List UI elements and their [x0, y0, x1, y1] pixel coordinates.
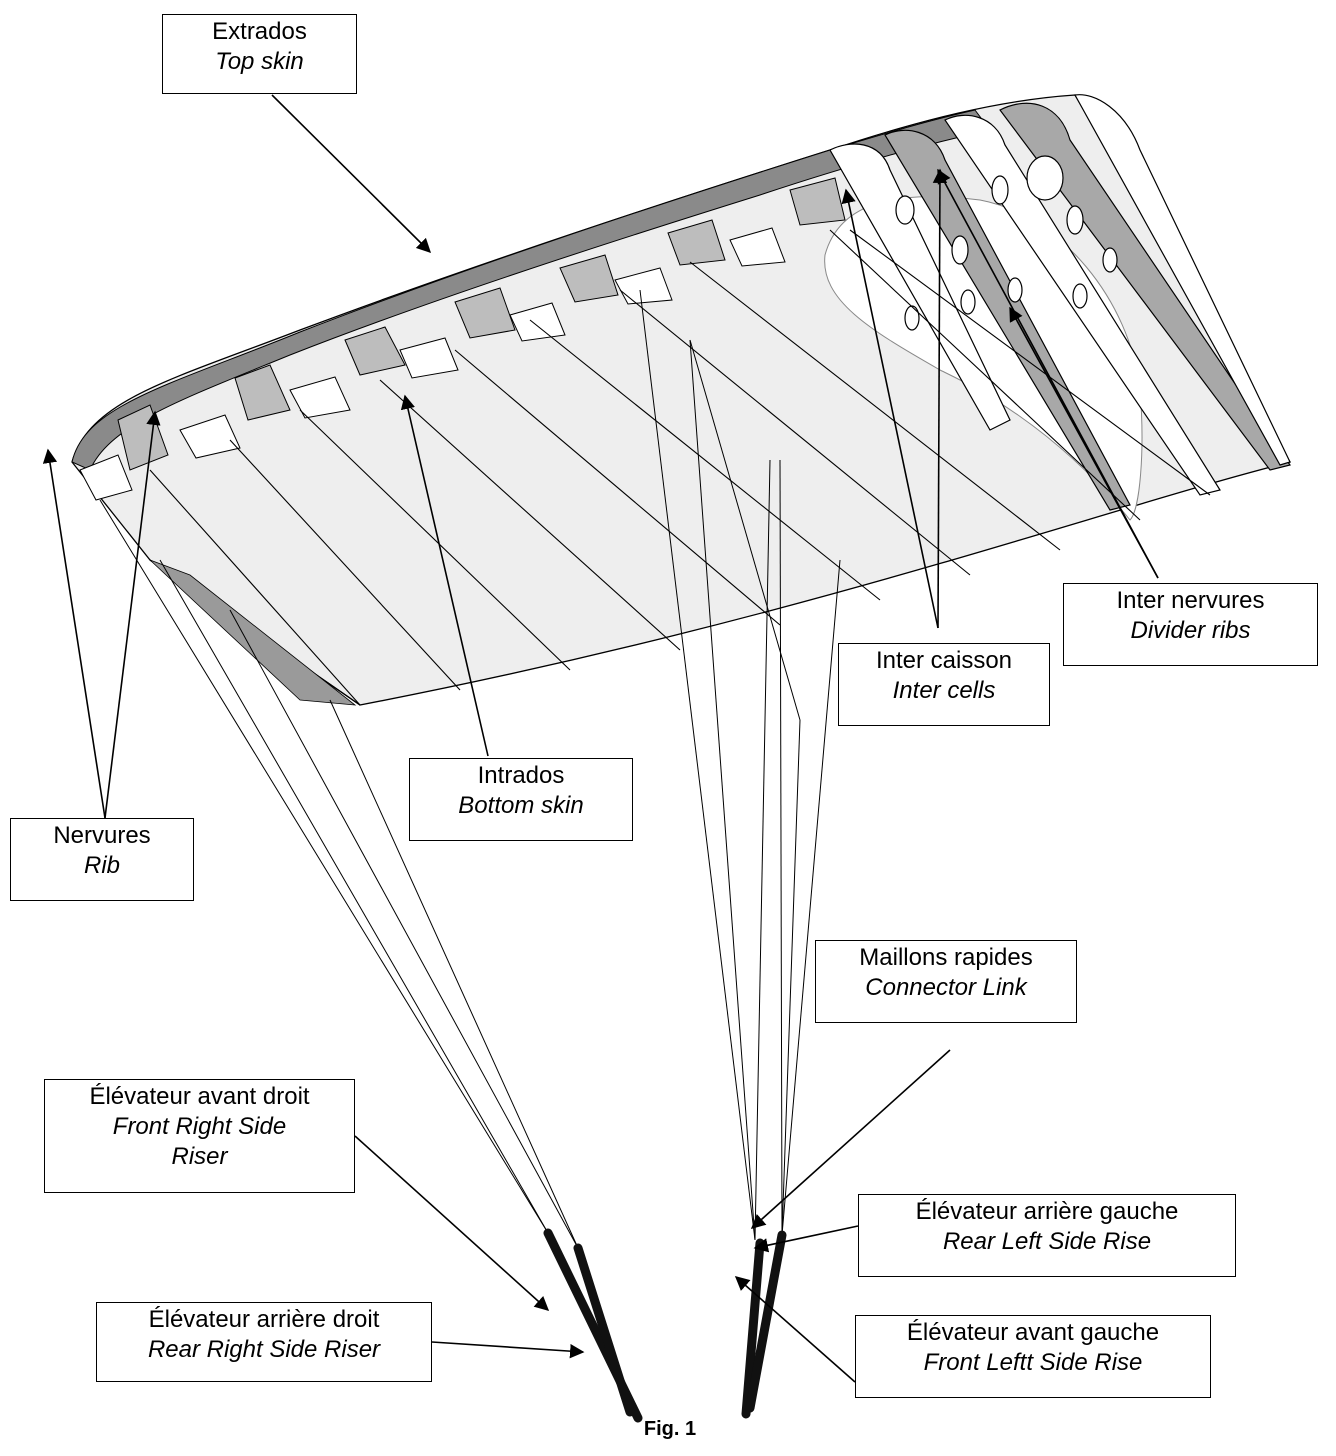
- leader-arrows: [42, 94, 1159, 1383]
- label-extrados-en: Top skin: [215, 48, 304, 75]
- label-elev-avant-gauche-en: Front Leftt Side Rise: [923, 1349, 1143, 1376]
- label-elev-avant-droit-fr: Élévateur avant droit: [89, 1083, 310, 1110]
- label-inter-nervures-en: Divider ribs: [1130, 617, 1251, 644]
- label-inter-caisson-fr: Inter caisson: [875, 647, 1013, 674]
- figure-caption: Fig. 1: [643, 1418, 697, 1440]
- risers: [543, 1228, 787, 1423]
- label-nervures: Nervures Rib: [10, 818, 194, 901]
- label-elev-avant-droit: Élévateur avant droit Front Right Side R…: [44, 1079, 355, 1193]
- label-elev-arriere-gauche: Élévateur arrière gauche Rear Left Side …: [858, 1194, 1236, 1277]
- label-intrados-fr: Intrados: [477, 762, 565, 789]
- label-inter-nervures: Inter nervures Divider ribs: [1063, 583, 1318, 666]
- label-elev-arriere-droit-fr: Élévateur arrière droit: [148, 1306, 380, 1333]
- label-inter-nervures-fr: Inter nervures: [1116, 587, 1265, 614]
- label-inter-caisson: Inter caisson Inter cells: [838, 643, 1050, 726]
- suspension-lines: [99, 289, 841, 1249]
- label-maillons-en: Connector Link: [865, 974, 1027, 1001]
- label-nervures-fr: Nervures: [53, 822, 151, 849]
- label-intrados-en: Bottom skin: [458, 792, 584, 819]
- label-inter-caisson-en: Inter cells: [892, 677, 996, 704]
- wingtip-dark: [149, 559, 357, 706]
- label-elev-arriere-gauche-en: Rear Left Side Rise: [942, 1228, 1152, 1255]
- label-elev-avant-gauche-fr: Élévateur avant gauche: [906, 1319, 1160, 1346]
- label-elev-arriere-droit: Élévateur arrière droit Rear Right Side …: [96, 1302, 432, 1382]
- label-nervures-en: Rib: [83, 852, 120, 879]
- label-elev-avant-gauche: Élévateur avant gauche Front Leftt Side …: [855, 1315, 1211, 1398]
- label-elev-arriere-gauche-fr: Élévateur arrière gauche: [915, 1198, 1179, 1225]
- label-intrados: Intrados Bottom skin: [409, 758, 633, 841]
- label-extrados-fr: Extrados: [212, 18, 307, 45]
- label-extrados: Extrados Top skin: [162, 14, 357, 94]
- label-maillons-fr: Maillons rapides: [859, 944, 1033, 971]
- label-elev-avant-droit-en: Front Right Side Riser: [112, 1113, 287, 1170]
- bottom-skin-seams: [149, 229, 1211, 706]
- cell-openings: [79, 227, 786, 501]
- rib-cells: [117, 177, 846, 471]
- label-maillons: Maillons rapides Connector Link: [815, 940, 1077, 1023]
- label-elev-arriere-droit-en: Rear Right Side Riser: [147, 1336, 381, 1363]
